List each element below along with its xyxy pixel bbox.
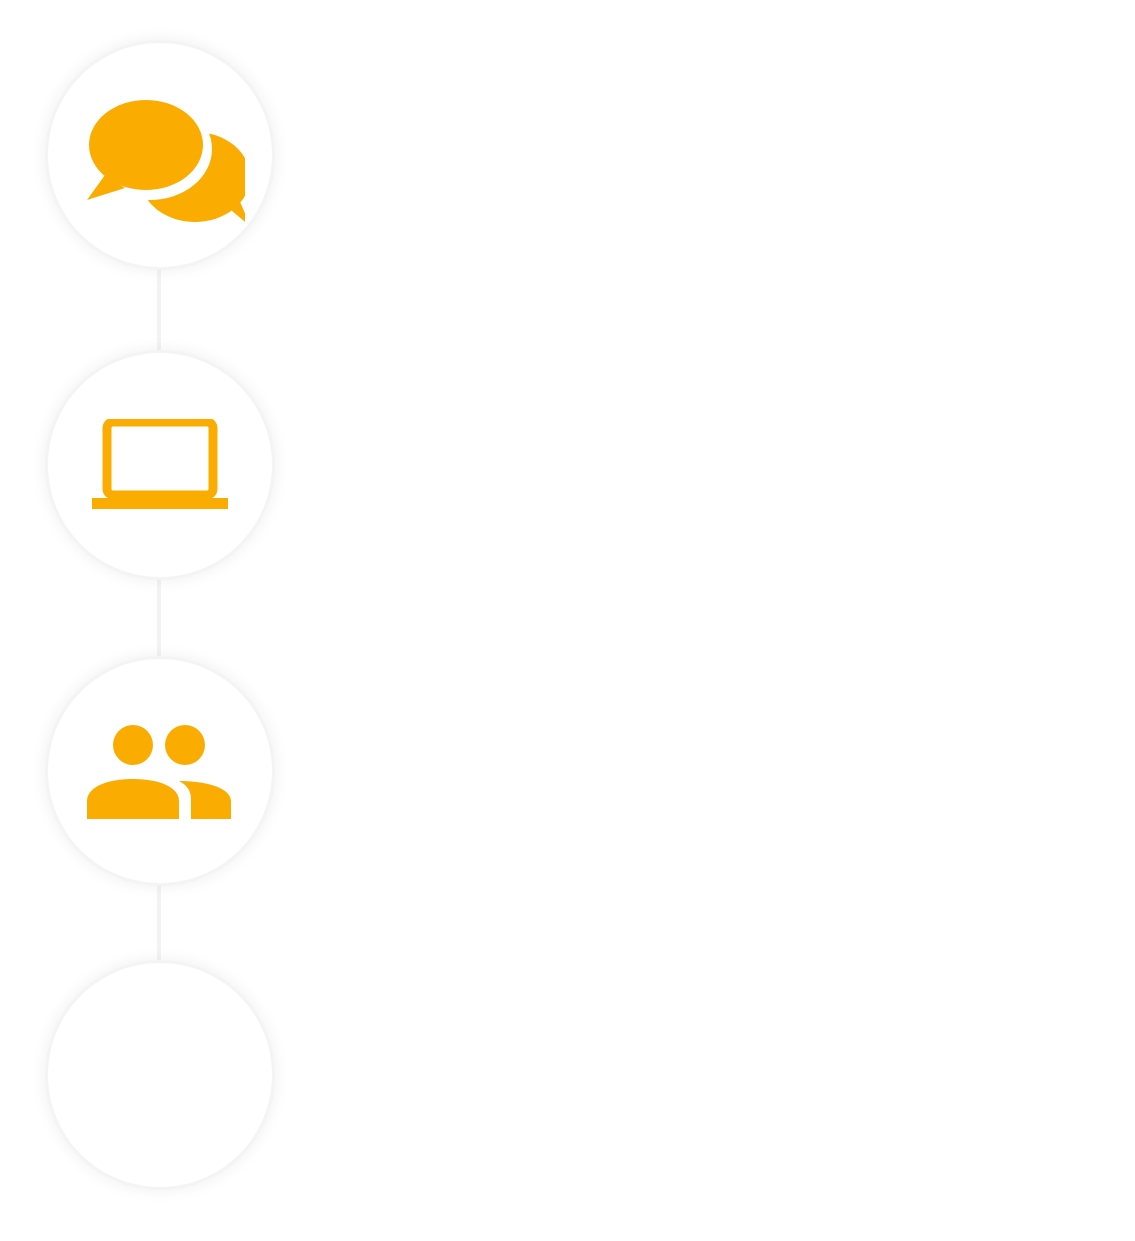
timeline-step-4	[45, 960, 275, 1190]
laptop-icon	[92, 419, 228, 511]
timeline-step-1	[45, 40, 275, 270]
timeline-connector	[157, 262, 161, 356]
timeline-step-2	[45, 350, 275, 580]
timeline-connector	[157, 878, 161, 968]
users-icon	[87, 723, 233, 819]
timeline-step-3	[45, 656, 275, 886]
timeline-connector	[157, 572, 161, 662]
chat-bubbles-icon	[75, 85, 245, 225]
